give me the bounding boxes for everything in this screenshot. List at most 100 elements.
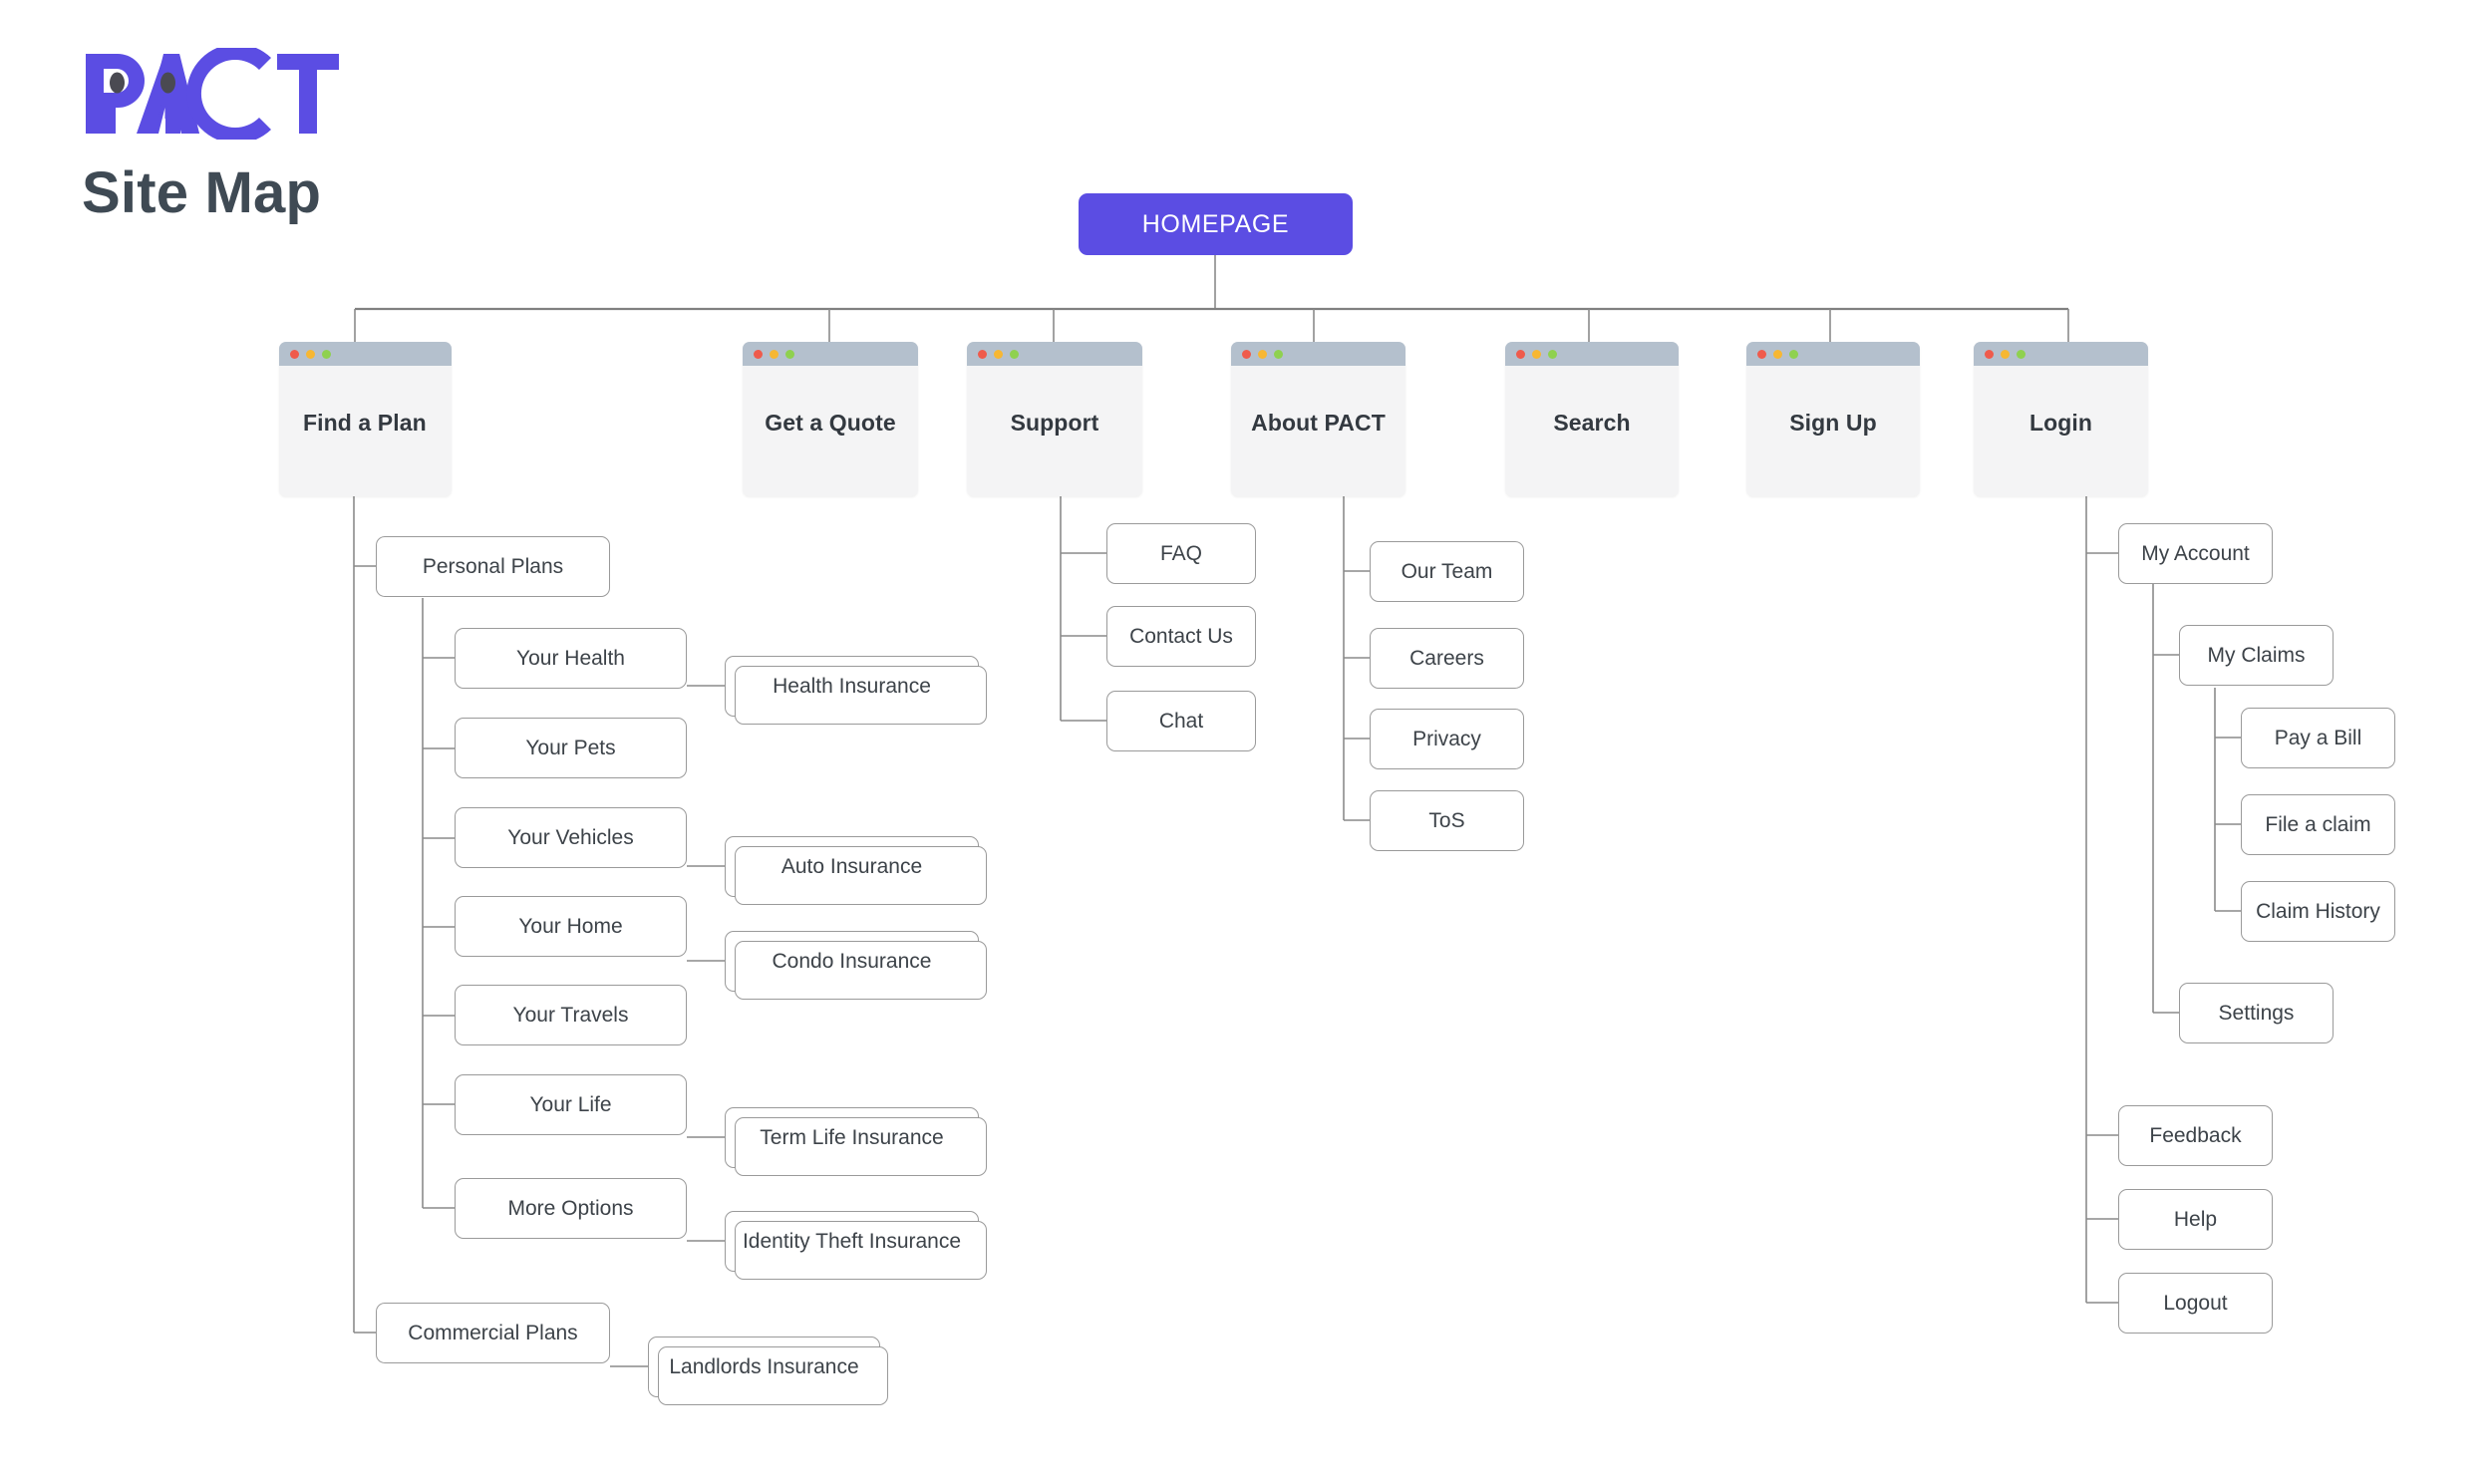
window-titlebar — [1974, 342, 2148, 366]
section-label-support: Support — [1010, 410, 1099, 436]
node-label: Health Insurance — [773, 674, 931, 698]
node-personal-plans[interactable]: Personal Plans — [376, 536, 610, 597]
window-titlebar — [967, 342, 1142, 366]
window-titlebar — [1746, 342, 1920, 366]
node-label: Help — [2173, 1207, 2218, 1231]
node-logout[interactable]: Logout — [2118, 1273, 2273, 1334]
close-dot-icon — [978, 349, 987, 359]
maximize-dot-icon — [2017, 349, 2025, 359]
node-feedback[interactable]: Feedback — [2118, 1105, 2273, 1166]
node-landlords-insurance[interactable]: Landlords Insurance — [648, 1336, 888, 1405]
node-identity-theft-insurance[interactable]: Identity Theft Insurance — [725, 1211, 987, 1280]
section-card-support[interactable]: Support — [967, 342, 1142, 496]
node-label: My Claims — [2207, 643, 2306, 667]
page-title: Site Map — [82, 160, 322, 225]
maximize-dot-icon — [785, 349, 794, 359]
node-condo-insurance[interactable]: Condo Insurance — [725, 931, 987, 1000]
node-more-options[interactable]: More Options — [455, 1178, 687, 1239]
node-your-health[interactable]: Your Health — [455, 628, 687, 689]
brand-logo — [82, 48, 343, 140]
section-card-sign-up[interactable]: Sign Up — [1746, 342, 1920, 496]
node-chat[interactable]: Chat — [1106, 691, 1256, 751]
minimize-dot-icon — [306, 349, 315, 359]
close-dot-icon — [1242, 349, 1251, 359]
node-help[interactable]: Help — [2118, 1189, 2273, 1250]
homepage-node[interactable]: HOMEPAGE — [1079, 193, 1353, 255]
close-dot-icon — [754, 349, 763, 359]
node-contact-us[interactable]: Contact Us — [1106, 606, 1256, 667]
node-your-vehicles[interactable]: Your Vehicles — [455, 807, 687, 868]
close-dot-icon — [290, 349, 299, 359]
node-label: Pay a Bill — [2274, 726, 2362, 749]
node-label: Logout — [2163, 1291, 2228, 1315]
node-your-travels[interactable]: Your Travels — [455, 985, 687, 1045]
node-label: Chat — [1158, 709, 1204, 733]
node-pay-a-bill[interactable]: Pay a Bill — [2241, 708, 2395, 768]
window-titlebar — [1231, 342, 1405, 366]
node-your-pets[interactable]: Your Pets — [455, 718, 687, 778]
section-card-search[interactable]: Search — [1505, 342, 1679, 496]
node-auto-insurance[interactable]: Auto Insurance — [725, 836, 987, 905]
node-label: Personal Plans — [422, 554, 564, 578]
section-label-find-a-plan: Find a Plan — [303, 410, 427, 436]
node-label: Your Health — [516, 646, 625, 670]
logo-eye-right — [160, 72, 175, 94]
node-my-account[interactable]: My Account — [2118, 523, 2273, 584]
window-body: Find a Plan — [279, 366, 452, 496]
node-label: FAQ — [1159, 541, 1202, 565]
node-label: Auto Insurance — [780, 854, 923, 878]
pact-logo-icon — [86, 48, 339, 140]
section-card-login[interactable]: Login — [1974, 342, 2148, 496]
section-label-sign-up: Sign Up — [1789, 410, 1877, 436]
node-my-claims[interactable]: My Claims — [2179, 625, 2334, 686]
node-health-insurance[interactable]: Health Insurance — [725, 656, 987, 725]
node-label: Your Pets — [525, 736, 616, 759]
node-label: Feedback — [2149, 1123, 2242, 1147]
node-file-a-claim[interactable]: File a claim — [2241, 794, 2395, 855]
pact-wordmark — [82, 48, 343, 140]
close-dot-icon — [1757, 349, 1766, 359]
section-card-get-a-quote[interactable]: Get a Quote — [743, 342, 918, 496]
window-titlebar — [1505, 342, 1679, 366]
node-label: Term Life Insurance — [760, 1125, 944, 1149]
minimize-dot-icon — [1773, 349, 1782, 359]
node-label: Contact Us — [1129, 624, 1233, 648]
node-label: Identity Theft Insurance — [742, 1229, 962, 1253]
homepage-label: HOMEPAGE — [1141, 209, 1290, 238]
maximize-dot-icon — [322, 349, 331, 359]
node-label: Your Life — [529, 1092, 612, 1116]
node-label: My Account — [2141, 541, 2250, 565]
close-dot-icon — [1985, 349, 1994, 359]
node-settings[interactable]: Settings — [2179, 983, 2334, 1043]
close-dot-icon — [1516, 349, 1525, 359]
maximize-dot-icon — [1548, 349, 1557, 359]
section-card-find-a-plan[interactable]: Find a Plan — [279, 342, 452, 496]
section-label-get-a-quote: Get a Quote — [765, 410, 896, 436]
section-card-about-pact[interactable]: About PACT — [1231, 342, 1405, 496]
node-label: Settings — [2218, 1001, 2295, 1025]
node-label: ToS — [1428, 808, 1465, 832]
window-titlebar — [743, 342, 918, 366]
node-tos[interactable]: ToS — [1370, 790, 1524, 851]
node-label: Commercial Plans — [408, 1321, 578, 1344]
node-label: Careers — [1409, 646, 1484, 670]
minimize-dot-icon — [1532, 349, 1541, 359]
node-careers[interactable]: Careers — [1370, 628, 1524, 689]
window-body: Login — [1974, 366, 2148, 496]
window-titlebar — [279, 342, 452, 366]
node-commercial-plans[interactable]: Commercial Plans — [376, 1303, 610, 1363]
node-our-team[interactable]: Our Team — [1370, 541, 1524, 602]
node-your-home[interactable]: Your Home — [455, 896, 687, 957]
logo-eye-left — [110, 72, 125, 94]
node-term-life-insurance[interactable]: Term Life Insurance — [725, 1107, 987, 1176]
window-body: Sign Up — [1746, 366, 1920, 496]
node-claim-history[interactable]: Claim History — [2241, 881, 2395, 942]
node-faq[interactable]: FAQ — [1106, 523, 1256, 584]
node-label: Claim History — [2256, 899, 2380, 923]
node-label: Your Vehicles — [507, 825, 634, 849]
node-privacy[interactable]: Privacy — [1370, 709, 1524, 769]
maximize-dot-icon — [1274, 349, 1283, 359]
node-label: Our Team — [1401, 559, 1493, 583]
node-your-life[interactable]: Your Life — [455, 1074, 687, 1135]
